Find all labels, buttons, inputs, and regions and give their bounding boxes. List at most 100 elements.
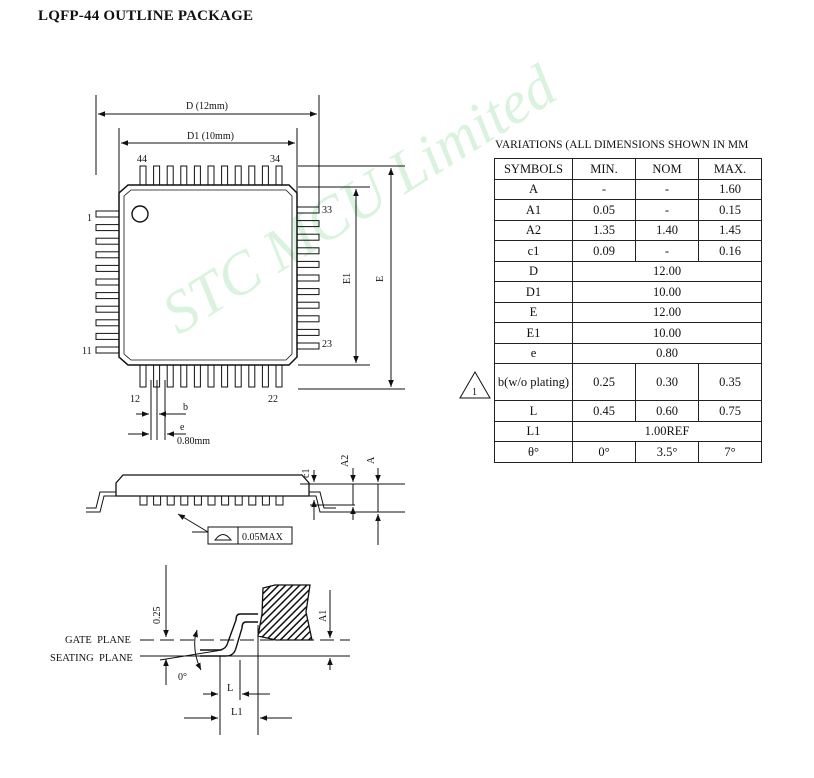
table-cell-symbol: c1 <box>494 240 573 262</box>
pin <box>275 165 283 186</box>
table-header-cell: MIN. <box>572 158 636 180</box>
lead <box>139 495 148 506</box>
dim-c1-label: c1 <box>301 469 312 478</box>
table-cell-min: 0° <box>572 441 636 463</box>
dim-E-label: E <box>375 276 386 282</box>
pin <box>95 346 120 354</box>
pin <box>221 165 229 186</box>
pin <box>207 165 215 186</box>
top-view <box>95 95 405 440</box>
table-header-cell: NOM <box>635 158 699 180</box>
dim-A2-label: A2 <box>340 455 351 467</box>
pin <box>95 224 120 232</box>
table-caption: VARIATIONS (ALL DIMENSIONS SHOWN IN MM <box>495 139 749 151</box>
pin1-marker <box>131 205 149 223</box>
table-cell-symbol: E1 <box>494 322 573 344</box>
table-cell-min: 0.09 <box>572 240 636 262</box>
dim-L1-label: L1 <box>231 707 243 718</box>
table-cell-symbol: e <box>494 342 573 364</box>
pin <box>296 315 320 323</box>
table-cell-span: 0.80 <box>572 342 762 364</box>
table-row: A--1.60 <box>494 178 762 200</box>
note-number: 1 <box>472 387 477 398</box>
table-cell-span: 1.00REF <box>572 420 762 442</box>
pin <box>180 364 188 388</box>
dim-A1-label: A1 <box>318 610 329 622</box>
lead <box>207 495 216 506</box>
table-cell-nom: - <box>635 240 699 262</box>
lead <box>234 495 243 506</box>
table-cell-symbol: θ° <box>494 441 573 463</box>
lead <box>193 495 202 506</box>
table-cell-symbol: L <box>494 400 573 422</box>
table-cell-nom: 0.30 <box>635 363 699 401</box>
table-cell-nom: 3.5° <box>635 441 699 463</box>
pin <box>296 247 320 255</box>
dim-b-label: b <box>183 402 188 413</box>
table-cell-symbol: b(w/o plating) <box>494 363 573 401</box>
table-cell-nom: 1.40 <box>635 219 699 241</box>
table-cell-span: 10.00 <box>572 281 762 303</box>
table-cell-symbol: L1 <box>494 420 573 442</box>
pin-12-label: 12 <box>130 394 140 405</box>
table-cell-symbol: E <box>494 301 573 323</box>
pin <box>166 364 174 388</box>
lead <box>166 495 175 506</box>
coplanarity-label: 0.05MAX <box>242 532 284 543</box>
pin <box>275 364 283 388</box>
table-cell-symbol: D <box>494 260 573 282</box>
table-cell-min: - <box>572 178 636 200</box>
dim-E1-label: E1 <box>342 273 353 284</box>
pin <box>296 233 320 241</box>
pin <box>193 364 201 388</box>
side-view <box>86 468 405 545</box>
pin-11-label: 11 <box>82 346 92 357</box>
table-cell-max: 0.15 <box>698 199 762 221</box>
table-cell-symbol: A2 <box>494 219 573 241</box>
pin <box>180 165 188 186</box>
dim-A-label: A <box>366 456 377 464</box>
pin <box>95 264 120 272</box>
package-body <box>118 184 298 366</box>
dim-L-label: L <box>227 683 233 694</box>
pin <box>261 165 269 186</box>
table-cell-symbol: D1 <box>494 281 573 303</box>
lead <box>153 495 162 506</box>
table-cell-symbol: A1 <box>494 199 573 221</box>
pin-22-label: 22 <box>268 394 278 405</box>
pin-44-label: 44 <box>137 154 147 165</box>
table-cell-span: 12.00 <box>572 260 762 282</box>
table-cell-symbol: A <box>494 178 573 200</box>
pin <box>296 220 320 228</box>
pin <box>95 237 120 245</box>
lead <box>248 495 257 506</box>
detail-view <box>140 565 350 735</box>
table-header-cell: SYMBOLS <box>494 158 573 180</box>
pin <box>296 301 320 309</box>
table-cell-nom: - <box>635 178 699 200</box>
coplanarity-box <box>207 526 293 545</box>
pin <box>234 364 242 388</box>
pin <box>95 319 120 327</box>
lead <box>180 495 189 506</box>
table-cell-nom: - <box>635 199 699 221</box>
pin <box>95 251 120 259</box>
table-cell-min: 0.05 <box>572 199 636 221</box>
pin <box>166 165 174 186</box>
dim-e-label: e <box>180 422 185 433</box>
side-body <box>115 474 310 497</box>
table-cell-max: 0.75 <box>698 400 762 422</box>
pin <box>296 206 320 214</box>
pin <box>95 292 120 300</box>
table-cell-min: 1.35 <box>572 219 636 241</box>
